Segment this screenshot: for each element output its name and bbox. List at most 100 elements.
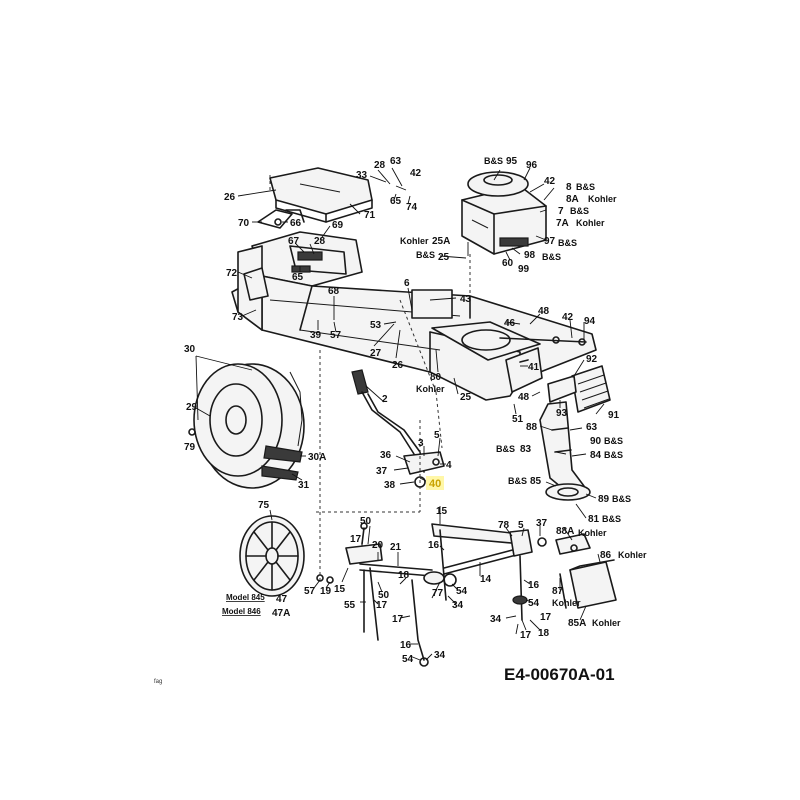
callout: 26 [224,192,236,203]
callout: 8 [566,182,572,193]
steering-linkage [316,522,547,667]
callout: 36 [380,450,392,461]
callout: 57 [304,586,316,597]
callout: 50 [378,590,390,601]
callout: 83 [520,444,532,455]
engine-tag: B&S [576,182,595,192]
callout: 90 [590,436,602,447]
callout: 29 [186,402,198,413]
callout: 73 [232,312,244,323]
engine-tag: B&S [496,444,515,454]
callout: 33 [356,170,368,181]
engine-tag: Kohler [588,194,617,204]
callout: 17 [520,630,532,641]
callout: 42 [562,312,574,323]
seat-pan [269,167,373,223]
callout: 74 [406,202,418,213]
engine-tag: B&S [484,156,503,166]
callout: 94 [584,316,596,327]
muffler-bracket [547,375,577,403]
model-845-part: 47 [276,594,288,605]
callout: 95 [506,156,518,167]
callout: 54 [528,598,540,609]
callout: 27 [370,348,382,359]
callout: 18 [538,628,550,639]
callout: 14 [480,574,492,585]
front-axle-support [505,347,543,393]
callout: 34 [490,614,502,625]
callout: 17 [350,534,362,545]
callout: 65 [292,272,304,283]
callout: 28 [374,160,386,171]
callout: 5 [518,520,524,531]
callout: 25A [432,236,450,247]
callout: 34 [452,600,464,611]
callout: 2 [382,394,388,405]
callout: 46 [504,318,516,329]
callout: 96 [526,160,538,171]
callout: 77 [432,588,444,599]
callout: 28 [314,236,326,247]
callout: 80 [430,372,442,383]
assembly-guides [269,174,471,580]
callout: 93 [556,408,568,419]
callout: 8A [566,194,579,205]
callout: 6 [404,278,410,289]
callout: 66 [290,218,302,229]
engine-tag: Kohler [576,218,605,228]
callout: 50 [360,516,372,527]
engine-tag: B&S [602,514,621,524]
callout: 7 [558,206,564,217]
callout: 37 [376,466,388,477]
engine-tag: B&S [570,206,589,216]
engine-tag: Kohler [552,598,581,608]
callout: 53 [370,320,382,331]
hub-cap [239,515,305,597]
callout: 15 [436,506,448,517]
callout: 54 [456,586,468,597]
callout: 19 [320,586,332,597]
grille [571,365,611,413]
callout: 25 [438,252,450,263]
exhaust-pipe [539,401,591,501]
callout: 55 [344,600,356,611]
seat-bracket [257,209,305,229]
callout: 15 [334,584,346,595]
engine-tag: B&S [604,450,623,460]
callout: 16 [400,640,412,651]
callout: 88A [556,526,574,537]
callout: 68 [328,286,340,297]
callout: 70 [238,218,250,229]
callout: 65 [390,196,402,207]
callout: 17 [540,612,552,623]
model-notes: Model 845 47 Model 846 47A [222,593,290,619]
callout: 72 [226,268,238,279]
callout: 57 [330,330,342,341]
engine [461,171,547,255]
highlighted-callout[interactable]: 40 [429,478,441,490]
callout: 75 [258,500,270,511]
engine-tag: B&S [508,476,527,486]
engine-tag: B&S [604,436,623,446]
callout: 30A [308,452,326,463]
callout: 48 [538,306,550,317]
callout: 91 [608,410,620,421]
center-plate [411,289,541,361]
callout: 98 [524,250,536,261]
callout: 31 [298,480,310,491]
callout: 69 [332,220,344,231]
callout: 17 [392,614,404,625]
callout: 84 [590,450,602,461]
callout: 85 [530,476,542,487]
callout: 78 [498,520,510,531]
callout: 4 [446,460,452,471]
callout: 26 [392,360,404,371]
callout: 99 [518,264,530,275]
model-845-label: Model 845 [226,593,265,602]
callout: 17 [376,600,388,611]
engine-tag: B&S [558,238,577,248]
callout: 42 [410,168,422,179]
callout: 79 [184,442,196,453]
engine-tag: B&S [612,494,631,504]
